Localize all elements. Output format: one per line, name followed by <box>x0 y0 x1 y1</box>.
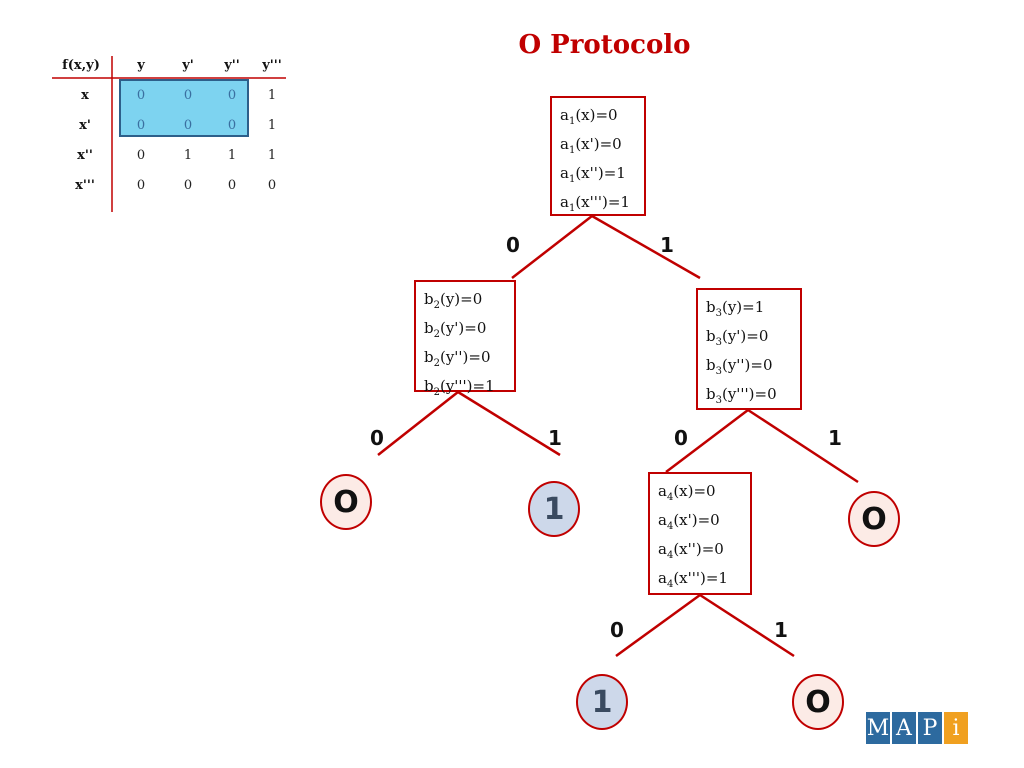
subscript: 4 <box>666 492 674 503</box>
table-cell: 1 <box>267 118 277 133</box>
edge-a1-left <box>511 215 593 279</box>
table-cell: 0 <box>136 118 146 133</box>
table-cell: 0 <box>136 178 146 193</box>
node-line: a4(x')=0 <box>658 511 720 532</box>
subscript: 4 <box>666 521 674 532</box>
edge-label: 0 <box>610 618 624 642</box>
node-b3: b3(y)=1 b3(y')=0 b3(y'')=0 b3(y''')=0 <box>696 288 802 410</box>
table-cell: 0 <box>267 178 277 193</box>
row-header: x'' <box>77 148 93 163</box>
node-a1: a1(x)=0 a1(x')=0 a1(x'')=1 a1(x''')=1 <box>550 96 646 216</box>
subscript: 3 <box>715 395 722 406</box>
edge-b2-left <box>377 391 459 456</box>
edge-b2-right <box>457 390 561 457</box>
table-cell: 1 <box>227 148 237 163</box>
edge-a1-right <box>591 214 701 280</box>
edge-label: 1 <box>828 426 842 450</box>
table-cell: 0 <box>183 118 193 133</box>
col-header: y' <box>182 58 194 73</box>
subscript: 3 <box>715 366 722 377</box>
edge-label: 0 <box>370 426 384 450</box>
logo-letter: M <box>866 712 890 744</box>
edge-label: 1 <box>774 618 788 642</box>
edge-a4-left <box>615 593 701 658</box>
subscript: 2 <box>433 329 440 340</box>
table-corner: f(x,y) <box>62 58 100 73</box>
node-line: a4(x''')=1 <box>658 569 728 590</box>
subscript: 1 <box>568 174 576 185</box>
logo-letter: P <box>918 712 942 744</box>
node-line: b2(y''')=1 <box>424 377 495 398</box>
table-cell: 0 <box>136 148 146 163</box>
node-b2: b2(y)=0 b2(y')=0 b2(y'')=0 b2(y''')=1 <box>414 280 516 398</box>
subscript: 3 <box>715 337 722 348</box>
node-line: a4(x)=0 <box>658 482 716 503</box>
node-line: b3(y)=1 <box>706 298 765 319</box>
node-a4: a4(x)=0 a4(x')=0 a4(x'')=0 a4(x''')=1 <box>648 472 752 595</box>
node-line: a1(x')=0 <box>560 135 622 156</box>
node-line: b2(y'')=0 <box>424 348 491 369</box>
row-header: x''' <box>75 178 95 193</box>
mapi-logo: M A P i <box>866 712 970 744</box>
highlight-rectangle <box>119 79 249 137</box>
table-cell: 0 <box>227 88 237 103</box>
node-line: b2(y)=0 <box>424 290 483 311</box>
row-header: x' <box>79 118 91 133</box>
edge-label: 1 <box>548 426 562 450</box>
table-cell: 1 <box>183 148 193 163</box>
subscript: 4 <box>666 579 674 590</box>
truth-table-grid <box>52 56 286 212</box>
edge-a4-right <box>699 593 795 658</box>
node-line: b3(y'')=0 <box>706 356 773 377</box>
subscript: 2 <box>433 300 440 311</box>
table-cell: 1 <box>267 148 277 163</box>
col-header: y''' <box>262 58 282 73</box>
edge-b3-right <box>747 408 859 484</box>
node-line: b3(y''')=0 <box>706 385 777 406</box>
table-cell: 0 <box>183 88 193 103</box>
col-header: y'' <box>224 58 240 73</box>
node-line: b3(y')=0 <box>706 327 769 348</box>
node-line: b2(y')=0 <box>424 319 487 340</box>
leaf-b2-right: 1 <box>528 481 580 537</box>
table-cell: 0 <box>136 88 146 103</box>
table-cell: 0 <box>227 178 237 193</box>
subscript: 1 <box>568 203 576 214</box>
subscript: 4 <box>666 550 674 561</box>
subscript: 2 <box>433 387 440 398</box>
subscript: 1 <box>568 116 576 127</box>
row-header: x <box>81 88 89 103</box>
logo-letter: i <box>944 712 968 744</box>
table-cell: 1 <box>267 88 277 103</box>
page-title: O Protocolo <box>518 30 691 60</box>
edge-b3-left <box>665 409 749 473</box>
subscript: 3 <box>715 308 722 319</box>
leaf-a4-left: 1 <box>576 674 628 730</box>
node-line: a1(x)=0 <box>560 106 618 127</box>
table-cell: 0 <box>227 118 237 133</box>
leaf-a4-right: O <box>792 674 844 730</box>
truth-table: f(x,y) y y' y'' y''' x 0 0 0 1 x' 0 0 0 … <box>52 52 292 217</box>
node-line: a1(x''')=1 <box>560 193 630 214</box>
edge-label: 0 <box>506 233 520 257</box>
edge-label: 0 <box>674 426 688 450</box>
subscript: 2 <box>433 358 440 369</box>
node-line: a1(x'')=1 <box>560 164 626 185</box>
edge-label: 1 <box>660 233 674 257</box>
logo-letter: A <box>892 712 916 744</box>
leaf-b3-right: O <box>848 491 900 547</box>
subscript: 1 <box>568 145 576 156</box>
col-header: y <box>137 58 145 73</box>
node-line: a4(x'')=0 <box>658 540 724 561</box>
table-cell: 0 <box>183 178 193 193</box>
leaf-b2-left: O <box>320 474 372 530</box>
